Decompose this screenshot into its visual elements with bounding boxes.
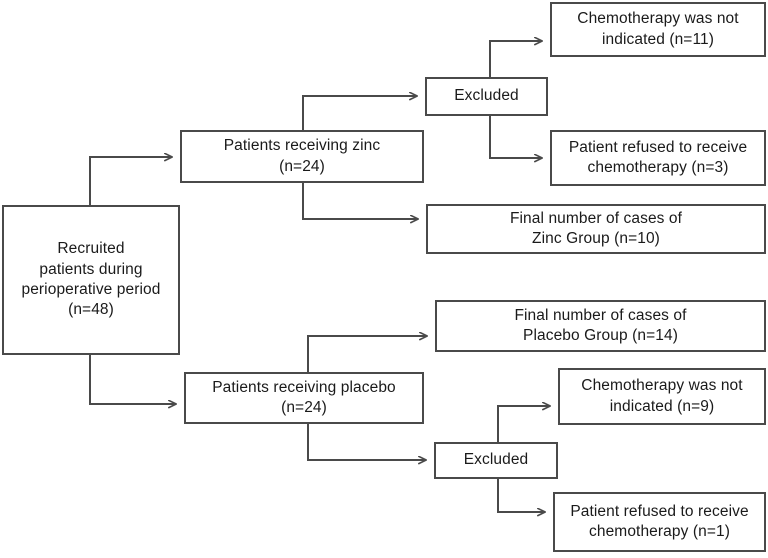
node-patient-refused-zinc-label: Patient refused to receive chemotherapy …: [568, 138, 748, 176]
node-excluded-zinc-label: Excluded: [454, 87, 519, 105]
edge-excluded-to-chemo11: [489, 41, 542, 77]
edge-excluded-to-refused3: [489, 116, 542, 158]
node-final-cases-placebo-group-label: Final number of cases of Placebo Group (…: [514, 306, 687, 344]
node-patients-receiving-placebo[interactable]: Patients receiving placebo (n=24): [184, 372, 424, 424]
node-patient-refused-placebo[interactable]: Patient refused to receive chemotherapy …: [553, 492, 766, 552]
edge-zinc-to-final: [302, 183, 418, 219]
node-patient-refused-zinc[interactable]: Patient refused to receive chemotherapy …: [550, 130, 766, 186]
node-patients-receiving-zinc[interactable]: Patients receiving zinc (n=24): [180, 130, 424, 183]
edge-placebo-to-final: [307, 336, 427, 372]
edge-excluded-to-chemo9: [497, 406, 550, 442]
node-recruited-patients[interactable]: Recruited patients during perioperative …: [2, 205, 180, 355]
node-final-cases-placebo-group[interactable]: Final number of cases of Placebo Group (…: [435, 300, 766, 352]
edge-root-to-placebo: [89, 355, 176, 404]
node-chemotherapy-not-indicated-placebo-label: Chemotherapy was not indicated (n=9): [581, 377, 743, 415]
node-chemotherapy-not-indicated-zinc-label: Chemotherapy was not indicated (n=11): [577, 10, 739, 48]
node-excluded-placebo[interactable]: Excluded: [434, 442, 558, 479]
node-final-cases-zinc-group[interactable]: Final number of cases of Zinc Group (n=1…: [426, 204, 766, 254]
edge-excluded-to-refused1: [497, 479, 545, 512]
node-recruited-patients-label: Recruited patients during perioperative …: [21, 240, 161, 319]
node-final-cases-zinc-group-label: Final number of cases of Zinc Group (n=1…: [509, 209, 683, 247]
node-patients-receiving-zinc-label: Patients receiving zinc (n=24): [223, 137, 381, 175]
edge-root-to-zinc: [89, 157, 172, 205]
node-patient-refused-placebo-label: Patient refused to receive chemotherapy …: [570, 502, 749, 540]
edge-zinc-to-excluded: [302, 96, 417, 130]
node-patients-receiving-placebo-label: Patients receiving placebo (n=24): [212, 378, 396, 416]
edge-placebo-to-excluded: [307, 424, 426, 460]
node-excluded-placebo-label: Excluded: [463, 451, 529, 469]
node-chemotherapy-not-indicated-placebo[interactable]: Chemotherapy was not indicated (n=9): [558, 368, 766, 425]
node-excluded-zinc[interactable]: Excluded: [425, 77, 548, 116]
node-chemotherapy-not-indicated-zinc[interactable]: Chemotherapy was not indicated (n=11): [550, 2, 766, 57]
